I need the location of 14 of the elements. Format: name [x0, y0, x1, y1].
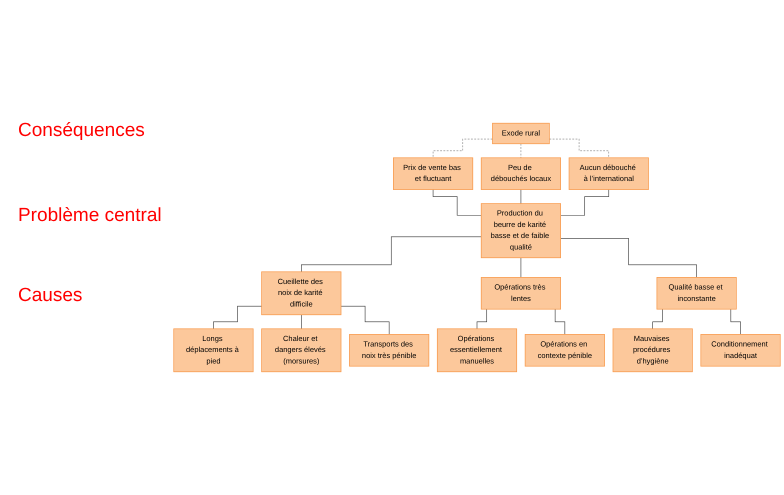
connector — [213, 306, 262, 330]
connector — [560, 189, 610, 216]
level-heading: Conséquences — [18, 120, 145, 142]
level-heading: Problème central — [18, 205, 162, 227]
connector — [560, 238, 697, 278]
connector — [301, 314, 302, 330]
connector — [432, 189, 482, 216]
connector — [549, 138, 610, 158]
connector — [520, 189, 522, 204]
connector — [340, 306, 390, 335]
connector — [520, 257, 522, 278]
connector — [301, 236, 482, 272]
connector — [432, 138, 493, 158]
level-heading: Causes — [18, 285, 82, 307]
